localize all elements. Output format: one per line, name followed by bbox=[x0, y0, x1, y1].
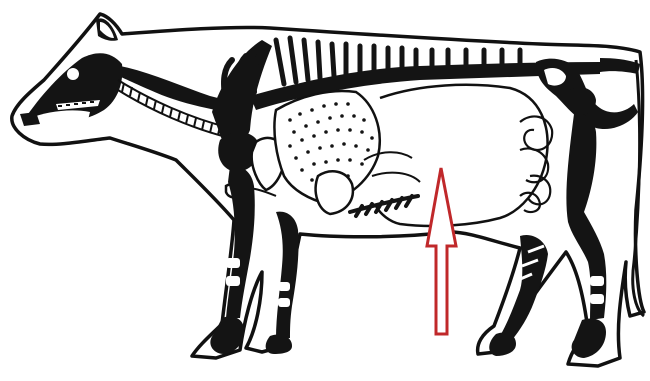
eye-orbit bbox=[67, 68, 79, 80]
